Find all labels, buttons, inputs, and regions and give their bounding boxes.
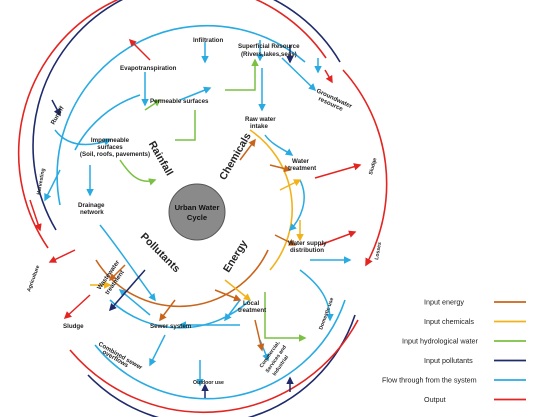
arrow-green-down: [175, 110, 196, 141]
arrow-energy-commercial: [254, 319, 265, 352]
arrow-output-harvest: [29, 199, 42, 232]
arrow-green-loop: [225, 58, 259, 91]
arrow-combined: [149, 334, 166, 367]
label-sludge-left: Sludge: [63, 323, 84, 330]
flow-ring-inner: [74, 94, 141, 151]
label-local-2: treatment: [238, 307, 266, 314]
label-raw-water-1: Raw water: [245, 116, 276, 123]
label-permeable: Permeable surfaces: [150, 98, 209, 105]
arrow-output-sludge-right: [314, 163, 362, 179]
arrow-energy-ww: [108, 264, 126, 282]
arrow-energy-treatment: [269, 164, 292, 173]
legend-label: Input energy: [424, 298, 464, 307]
arrow-output-agriculture: [48, 249, 76, 263]
arrow-pollutant-ww: [109, 269, 146, 312]
arrow-harvest: [44, 169, 61, 202]
center-line1: Urban Water: [175, 203, 220, 212]
pollutant-ring: [32, 0, 341, 231]
legend-item: Input energy: [424, 298, 526, 307]
output-ring-bottom: [69, 319, 359, 414]
center-circle: [168, 183, 226, 241]
label-sludge-right: Sludge: [368, 157, 378, 175]
sector-chemicals: Chemicals: [217, 131, 254, 183]
arrow-energy-raw: [239, 138, 256, 161]
label-impermeable-2: surfaces: [97, 144, 123, 151]
arrow-green-system: [264, 292, 307, 342]
arrow-local-treatment: [224, 299, 241, 322]
center-line2: Cycle: [187, 213, 207, 222]
arrow-treatment-to-supply: [288, 179, 305, 232]
legend-label: Input chemicals: [424, 317, 474, 326]
sector-energy: Energy: [221, 238, 250, 275]
sector-pollutants: Pollutants: [138, 231, 182, 275]
label-water-treatment-1: Water: [292, 158, 310, 165]
legend-label: Output: [424, 395, 446, 404]
arrow-energy-supply: [274, 234, 297, 246]
label-supply-1: Water supply: [288, 240, 327, 247]
arrow-domestic: [299, 269, 334, 322]
arrow-green-impermeable: [119, 159, 157, 186]
label-sewer: Sewer system: [150, 323, 192, 330]
label-outdoor: Outdoor use: [193, 380, 224, 386]
label-superficial-2: (Rivers,lakes,seas): [241, 51, 297, 58]
arrow-permeable: [179, 86, 212, 101]
arrow-to-groundwater: [281, 57, 317, 92]
arrow-output-losses: [319, 230, 357, 246]
arrow-chem-treatment: [279, 179, 302, 191]
legend-label: Input pollutants: [424, 356, 473, 365]
legend-item: Input chemicals: [424, 317, 526, 326]
legend-label: Flow through from the system: [382, 376, 477, 385]
label-agriculture: Agriculture: [26, 265, 41, 293]
arrow-energy-sewer: [159, 299, 176, 322]
legend-item: Flow through from the system: [382, 376, 526, 385]
arrow-output-evap: [128, 38, 151, 61]
label-losses: Losses: [374, 242, 383, 261]
node-labels: Infiltration Superficial Resource (River…: [26, 37, 383, 386]
arrow-chem-local: [224, 279, 252, 301]
label-harvesting: Harvesting: [36, 168, 47, 195]
energy-ring: [95, 249, 269, 308]
label-raw-water-2: intake: [250, 123, 268, 130]
chemicals-ring: [249, 129, 293, 271]
flow-arrows: [29, 38, 362, 398]
output-ring-right: [342, 69, 388, 267]
label-drainage-2: network: [80, 209, 104, 216]
legend-label: Input hydrological water: [402, 337, 479, 346]
arrow-output-groundwater: [324, 69, 333, 84]
label-water-treatment-2: treatment: [288, 165, 316, 172]
label-evapotranspiration: Evapotranspiration: [120, 65, 177, 72]
arrow-sewer-to-ww: [118, 289, 151, 316]
flow-ring-bottom: [94, 299, 346, 400]
arrow-drainage-down: [99, 224, 156, 302]
legend-item: Input hydrological water: [402, 337, 526, 346]
label-runoff: Runoff: [50, 104, 66, 126]
label-impermeable-3: (Soil, roofs, pavements): [80, 151, 150, 158]
legend-item: Output: [424, 395, 526, 404]
output-ring-outer: [17, 0, 327, 249]
arrow-runoff-impermeable: [54, 129, 112, 146]
arrow-energy-local: [214, 289, 242, 302]
pollutant-ring-bottom: [87, 314, 356, 417]
label-superficial-1: Superficial Resource: [238, 43, 300, 50]
label-drainage-1: Drainage: [78, 202, 105, 209]
label-impermeable-1: Impermeable: [91, 137, 130, 144]
legend-item: Input pollutants: [424, 356, 526, 365]
label-local-1: Local: [243, 300, 259, 307]
arrow-green-permeable: [144, 99, 162, 111]
arrow-pollutant-runoff: [51, 99, 61, 117]
label-infiltration: Infiltration: [193, 37, 223, 44]
sector-rainfall: Rainfall: [146, 139, 175, 178]
arrow-output-sludge-left: [63, 294, 91, 320]
arrow-raw-to-treatment: [264, 134, 294, 156]
label-supply-2: distribution: [290, 247, 324, 254]
